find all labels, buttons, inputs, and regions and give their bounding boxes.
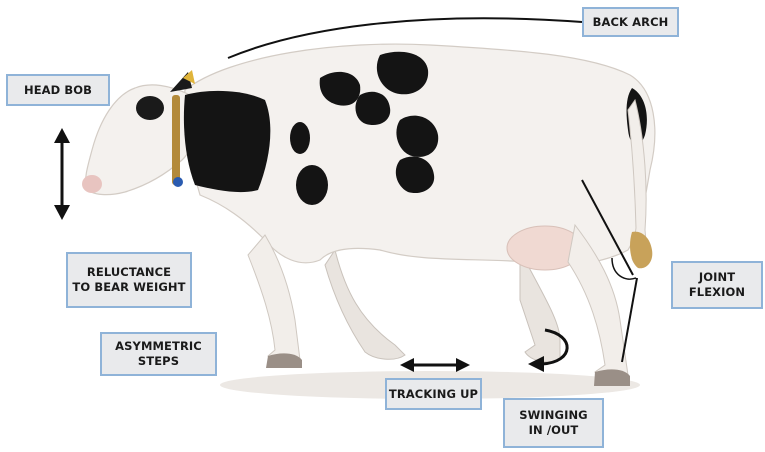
cow-tail-switch <box>630 232 652 269</box>
label-tracking-up: TRACKING UP <box>385 378 482 410</box>
label-asymmetric-steps: ASYMMETRIC STEPS <box>100 332 217 376</box>
cow-eye-patch <box>136 96 164 120</box>
cow-collar-tag <box>173 177 183 187</box>
cow-collar <box>172 95 180 185</box>
label-reluctance: RELUCTANCE TO BEAR WEIGHT <box>66 252 192 308</box>
tracking-up-arrow <box>400 358 470 372</box>
label-head-bob: HEAD BOB <box>6 74 110 106</box>
cow-leg-front-far <box>325 250 405 359</box>
cow-spot-1 <box>290 122 310 154</box>
head-bob-arrow <box>54 128 70 220</box>
cow-nose <box>82 175 102 193</box>
label-back-arch: BACK ARCH <box>582 7 679 37</box>
cow-spot-2 <box>296 165 328 205</box>
cow-hoof-back-near <box>594 369 630 386</box>
cow-spot-neck <box>184 91 270 192</box>
label-joint-flexion: JOINT FLEXION <box>671 261 763 309</box>
label-swinging: SWINGING IN /OUT <box>503 398 604 448</box>
